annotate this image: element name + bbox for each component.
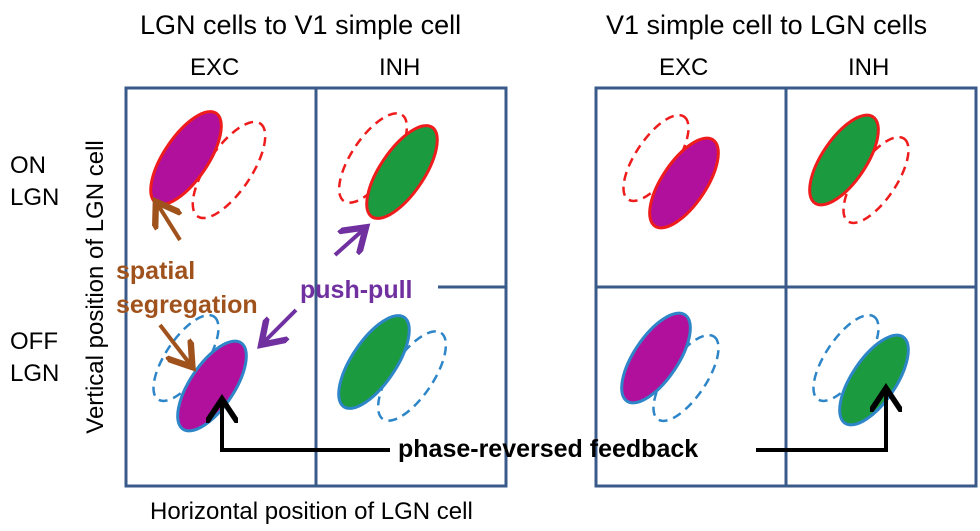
row-off-line2: LGN	[10, 360, 60, 387]
rf-on-exc-left-dashed	[191, 120, 267, 220]
rf-on-inh-right-solid	[808, 113, 880, 207]
rf-off-exc-right	[620, 311, 720, 423]
rf-on-inh-right	[808, 113, 910, 225]
row-off-label: OFF LGN	[10, 326, 59, 390]
feedback-label: phase-reversed feedback	[398, 435, 699, 463]
rf-on-inh-left-solid	[365, 124, 439, 220]
row-on-line1: ON	[10, 152, 46, 179]
rf-off-inh-right	[812, 313, 910, 427]
rf-off-inh-left	[337, 314, 448, 422]
row-on-label: ON LGN	[10, 150, 59, 214]
left-grid	[124, 86, 508, 488]
rf-on-exc-right-dashed	[622, 113, 690, 203]
col-left-exc: EXC	[190, 54, 240, 81]
right-title: V1 simple cell to LGN cells	[606, 10, 928, 40]
col-left-inh: INH	[379, 54, 421, 81]
x-axis-label: Horizontal position of LGN cell	[150, 498, 473, 525]
rf-off-exc-right-solid	[620, 311, 692, 405]
row-on-line2: LGN	[10, 184, 60, 211]
spatial-arrow-down	[158, 323, 190, 364]
col-right-inh: INH	[848, 54, 890, 81]
rf-on-exc-right-solid	[648, 136, 720, 230]
y-axis-label: Vertical position of LGN cell	[82, 140, 109, 434]
col-right-exc: EXC	[659, 54, 709, 81]
rf-on-inh-left	[337, 112, 439, 220]
rf-off-inh-left-dashed	[376, 330, 448, 422]
left-title: LGN cells to V1 simple cell	[140, 10, 462, 40]
right-grid	[594, 86, 978, 488]
rf-on-exc-right	[622, 113, 720, 230]
feedback-arrow-right	[756, 392, 886, 452]
spatial-arrow-up	[158, 205, 180, 242]
spatial-line2: segregation	[116, 291, 258, 319]
rf-off-inh-left-solid	[337, 314, 411, 410]
rf-off-inh-right-dashed	[812, 313, 880, 403]
push-pull-arrow-down	[264, 308, 298, 342]
spatial-segregation-label: spatial segregation	[116, 254, 258, 322]
rf-off-inh-right-solid	[838, 333, 910, 427]
feedback-arrow	[222, 403, 390, 452]
rf-on-exc-left-solid	[149, 110, 223, 206]
rf-on-inh-left-dashed	[337, 112, 409, 204]
row-off-line1: OFF	[10, 328, 58, 355]
spatial-line1: spatial	[116, 257, 196, 285]
push-pull-label: push-pull	[300, 276, 413, 304]
push-pull-arrow-up	[333, 230, 363, 257]
